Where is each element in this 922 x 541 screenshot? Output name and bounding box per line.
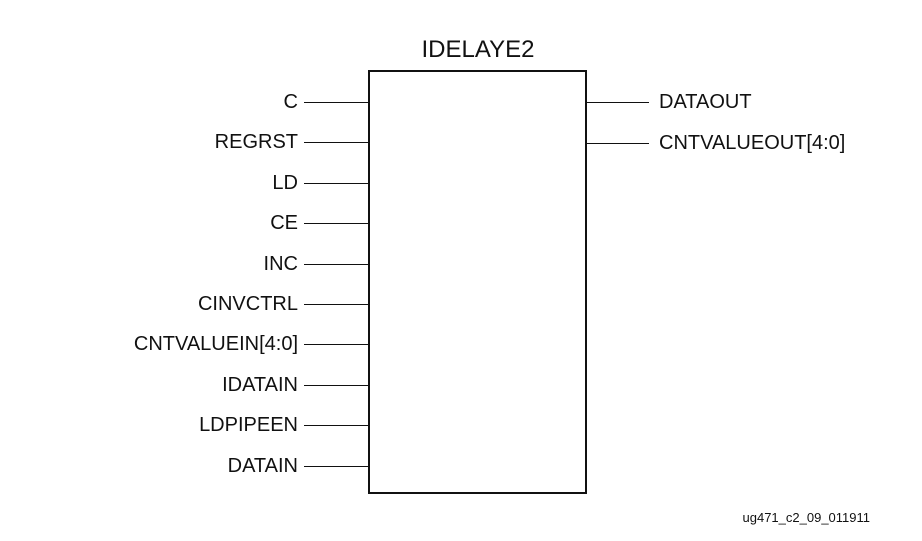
input-pin-label-c: C [283, 91, 298, 113]
input-pin-line-ce [304, 223, 368, 224]
input-pin-label-ce: CE [270, 212, 298, 234]
input-pin-label-cntvaluein: CNTVALUEIN[4:0] [133, 333, 298, 355]
input-pin-line-regrst [304, 142, 368, 143]
input-pin-label-datain: DATAIN [227, 455, 298, 477]
input-pin-line-c [304, 102, 368, 103]
input-pin-label-inc: INC [263, 253, 298, 275]
input-pin-line-ldpipeen [304, 425, 368, 426]
output-pin-label-dataout: DATAOUT [659, 91, 752, 113]
idelay-block [368, 70, 587, 494]
input-pin-line-idatain [304, 385, 368, 386]
input-pin-label-regrst: REGRST [214, 131, 298, 153]
input-pin-line-ld [304, 183, 368, 184]
output-pin-line-cntvalueout [587, 143, 649, 144]
input-pin-label-idatain: IDATAIN [222, 374, 298, 396]
input-pin-label-ld: LD [272, 172, 298, 194]
output-pin-label-cntvalueout: CNTVALUEOUT[4:0] [659, 132, 846, 154]
input-pin-line-datain [304, 466, 368, 467]
input-pin-label-cinvctrl: CINVCTRL [197, 293, 298, 315]
output-pin-line-dataout [587, 102, 649, 103]
input-pin-label-ldpipeen: LDPIPEEN [199, 414, 298, 436]
block-title: IDELAYE2 [421, 36, 535, 63]
input-pin-line-cinvctrl [304, 304, 368, 305]
input-pin-line-inc [304, 264, 368, 265]
figure-id: ug471_c2_09_011911 [742, 510, 870, 525]
input-pin-line-cntvaluein [304, 344, 368, 345]
